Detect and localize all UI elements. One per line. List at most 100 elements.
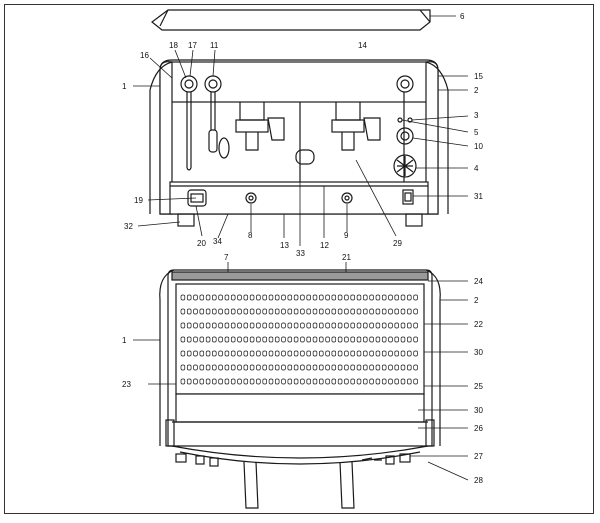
- grille-slot: [243, 294, 249, 301]
- callout-19: 19: [134, 196, 143, 205]
- callout-25: 25: [474, 382, 483, 391]
- grille-slot: [230, 294, 236, 301]
- pressure-gauge-left: [180, 75, 198, 93]
- callout-1-top: 1: [122, 336, 127, 345]
- grille-slot: [319, 322, 324, 329]
- callout-33: 33: [296, 249, 305, 258]
- grille-slot: [249, 308, 255, 315]
- callout-30-upper: 30: [474, 348, 483, 357]
- grille-slot: [180, 322, 186, 329]
- callout-9: 9: [344, 231, 349, 240]
- grille-slot: [293, 322, 299, 329]
- grille-slot: [293, 350, 299, 357]
- grille-slot: [237, 350, 242, 357]
- grille-slot: [243, 364, 249, 371]
- grille-slot: [350, 364, 355, 371]
- callout-32: 32: [124, 222, 133, 231]
- grille-slot: [369, 308, 374, 315]
- grille-slot: [331, 378, 337, 385]
- grille-slot: [256, 336, 261, 343]
- grille-slot: [331, 364, 337, 371]
- grille-slot: [249, 322, 255, 329]
- grille-slot: [350, 336, 355, 343]
- grille-slot: [300, 364, 305, 371]
- grille-slot: [344, 378, 349, 385]
- grille-slot: [281, 308, 286, 315]
- grille-slot: [218, 322, 223, 329]
- grille-slot: [212, 378, 217, 385]
- grille-slot: [413, 350, 418, 357]
- grille-slot: [388, 364, 393, 371]
- grille-slot: [337, 350, 343, 357]
- grille-slot: [230, 336, 236, 343]
- grille-slot: [249, 350, 255, 357]
- grille-slot: [363, 308, 368, 315]
- grille-slot: [388, 378, 393, 385]
- grille-slot: [243, 308, 249, 315]
- callout-20: 20: [197, 239, 206, 248]
- grille-slot: [413, 308, 418, 315]
- grille-slot: [407, 378, 412, 385]
- grille-slot: [180, 350, 186, 357]
- grille-slot: [268, 308, 274, 315]
- grille-slot: [300, 308, 305, 315]
- grille-slot: [249, 364, 255, 371]
- grille-slot: [337, 364, 343, 371]
- grille-slot: [319, 294, 324, 301]
- grille-slot: [274, 350, 280, 357]
- grille-slot: [249, 336, 255, 343]
- grille-slot: [375, 294, 381, 301]
- grille-slot: [287, 308, 293, 315]
- grille-slot: [350, 294, 355, 301]
- grille-slot: [300, 322, 305, 329]
- callout-8: 8: [248, 231, 253, 240]
- callout-22: 22: [474, 320, 483, 329]
- grille-slot: [274, 336, 280, 343]
- grille-slot: [337, 322, 343, 329]
- grille-slot: [388, 350, 393, 357]
- callout-16: 16: [140, 51, 149, 60]
- grille-slot: [180, 294, 186, 301]
- grille-slot: [212, 364, 217, 371]
- grille-slot: [193, 322, 198, 329]
- grille-slot: [331, 336, 337, 343]
- grille-slot: [237, 336, 242, 343]
- grille-slot: [230, 308, 236, 315]
- top-view-machine: [159, 269, 441, 509]
- grille-slot: [344, 350, 349, 357]
- grille-slot: [243, 322, 249, 329]
- grille-slot: [312, 378, 318, 385]
- grille-slot: [413, 378, 418, 385]
- grille-slot: [249, 294, 255, 301]
- callout-15: 15: [474, 72, 483, 81]
- grille-slot: [407, 322, 412, 329]
- grille-slot: [237, 294, 242, 301]
- grille-slot: [205, 364, 211, 371]
- grille-slot: [212, 294, 217, 301]
- callout-7: 7: [224, 253, 229, 262]
- grille-slot: [268, 322, 274, 329]
- grille-slot: [356, 350, 362, 357]
- grille-slot: [262, 294, 267, 301]
- grille-slot: [274, 364, 280, 371]
- grille-slot: [306, 322, 311, 329]
- grille-slot: [199, 336, 205, 343]
- callout-3: 3: [474, 111, 479, 120]
- grille-slot: [306, 308, 311, 315]
- grille-slot: [293, 378, 299, 385]
- grille-slot: [218, 364, 223, 371]
- grille-slot: [262, 336, 267, 343]
- grille-slot: [212, 336, 217, 343]
- grille-slot: [256, 322, 261, 329]
- grille-slot: [256, 350, 261, 357]
- callout-14: 14: [358, 41, 367, 50]
- grille-slot: [350, 308, 355, 315]
- grille-slot: [274, 308, 280, 315]
- grille-slot: [331, 350, 337, 357]
- callout-24: 24: [474, 277, 483, 286]
- grille-slot: [331, 308, 337, 315]
- grille-slot: [375, 308, 381, 315]
- grille-slot: [369, 322, 374, 329]
- grille-slot: [186, 308, 192, 315]
